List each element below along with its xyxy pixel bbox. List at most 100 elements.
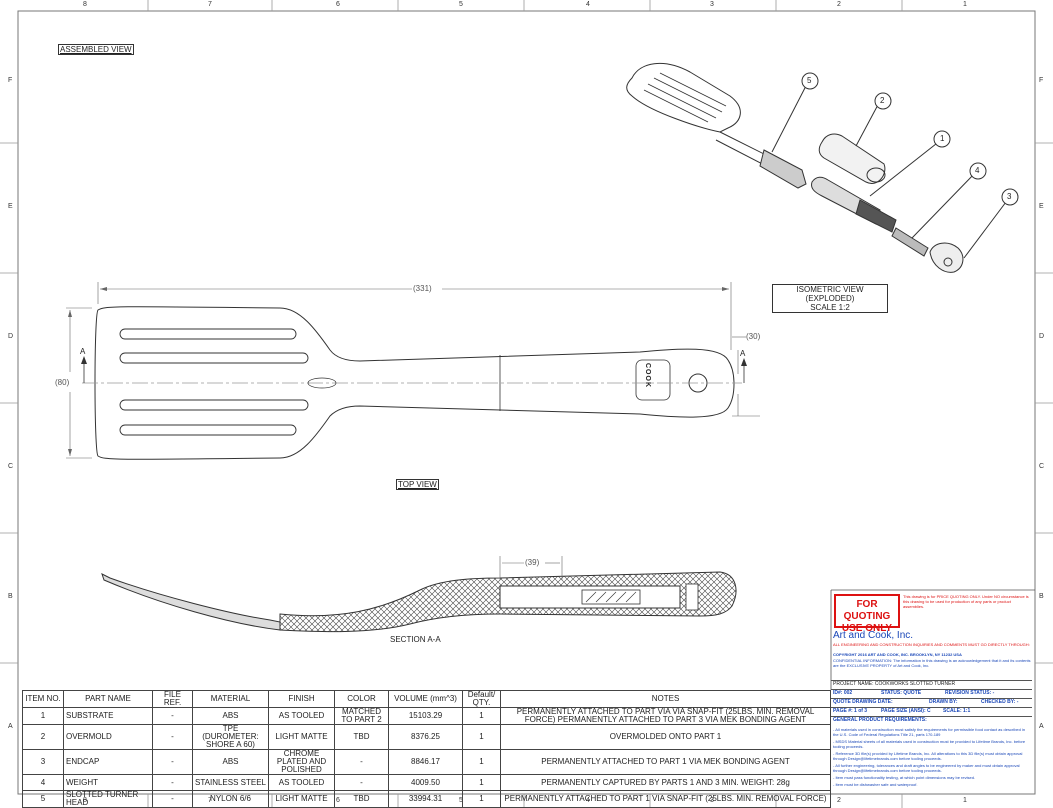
zone-row-F-right: F: [1039, 77, 1044, 84]
title-block: FOR QUOTING USE ONLY This drawing is for…: [831, 590, 1032, 791]
bom-header-volume: VOLUME (mm^3): [388, 690, 463, 708]
bom-cell: CHROME PLATED AND POLISHED: [268, 749, 335, 775]
bill-of-materials: ITEM NO. PART NAME FILE REF. MATERIAL FI…: [22, 690, 831, 808]
bom-header-qty: Default/ QTY.: [462, 690, 501, 708]
bom-header-material: MATERIAL: [192, 690, 269, 708]
dimension-handle: (30): [746, 332, 761, 341]
zone-col-1-bottom: 1: [963, 797, 967, 804]
zone-col-2-bottom: 2: [837, 797, 841, 804]
bom-cell: TBD: [334, 790, 389, 808]
balloon-1: 1: [940, 134, 945, 143]
project-name: PROJECT NAME: COOKWORKS SLOTTED TURNER: [831, 680, 1032, 689]
bom-cell: OVERMOLDED ONTO PART 1: [500, 724, 831, 750]
isometric-view-label: ISOMETRIC VIEW (EXPLODED) SCALE 1:2: [772, 284, 888, 313]
bom-cell: -: [152, 724, 193, 750]
isometric-view-scale: SCALE 1:2: [810, 303, 850, 312]
balloon-4: 4: [975, 166, 980, 175]
zone-row-B-right: B: [1039, 593, 1044, 600]
balloon-2: 2: [880, 96, 885, 105]
table-row: 2 OVERMOLD - TPE (DUROMETER: SHORE A 60)…: [22, 724, 831, 750]
assembled-view-label: ASSEMBLED VIEW: [58, 44, 134, 55]
bom-cell: 1: [22, 707, 64, 725]
bom-header-row: ITEM NO. PART NAME FILE REF. MATERIAL FI…: [22, 690, 831, 708]
bom-header-color: COLOR: [334, 690, 389, 708]
zone-col-2: 2: [837, 1, 841, 8]
bom-cell: AS TOOLED: [268, 774, 335, 791]
requirement-item: - All further engineering, tolerances an…: [833, 763, 1020, 773]
bom-cell: ENDCAP: [63, 749, 153, 775]
table-row: 4 WEIGHT - STAINLESS STEEL AS TOOLED - 4…: [22, 774, 831, 791]
bom-cell: PERMANENTLY CAPTURED BY PARTS 1 AND 3 MI…: [500, 774, 831, 791]
zone-col-1: 1: [963, 1, 967, 8]
zone-row-E-right: E: [1039, 203, 1044, 210]
page-size: PAGE SIZE (ANSI): C: [881, 708, 931, 714]
stamp-note: This drawing is for PRICE QUOTING ONLY. …: [903, 594, 1029, 609]
bom-cell: TPE (DUROMETER: SHORE A 60): [192, 724, 269, 750]
bom-cell: 33994.31: [388, 790, 463, 808]
bom-cell: LIGHT MATTE: [268, 790, 335, 808]
dimension-section: (39): [525, 558, 540, 567]
bom-cell: -: [152, 707, 193, 725]
requirements-list: - All materials used in construction mus…: [833, 727, 1031, 787]
bom-cell: WEIGHT: [63, 774, 153, 791]
balloons: [801, 72, 1019, 206]
bom-cell: 1: [462, 707, 501, 725]
quoting-stamp: FOR QUOTING USE ONLY: [834, 594, 900, 634]
drawing-scale: SCALE: 1:1: [943, 708, 971, 714]
bom-cell: TBD: [334, 724, 389, 750]
bom-cell: AS TOOLED: [268, 707, 335, 725]
copyright: COPYRIGHT 2016 ART AND COOK, INC. BROOKL…: [833, 652, 962, 657]
zone-row-D: D: [8, 333, 14, 340]
drawing-id: ID#: 002: [833, 690, 853, 696]
zone-col-3: 3: [710, 1, 714, 8]
page-number: PAGE #: 1 of 3: [833, 708, 868, 714]
section-marker-left: A: [80, 347, 86, 356]
requirement-item: - All materials used in construction mus…: [833, 727, 1026, 737]
tb-row-id: ID#: 002 STATUS: QUOTE REVISION STATUS: …: [831, 689, 1032, 699]
bom-cell: 1: [462, 724, 501, 750]
isometric-exploded-view: [626, 62, 1010, 273]
bom-cell: LIGHT MATTE: [268, 724, 335, 750]
bom-header-finish: FINISH: [268, 690, 335, 708]
requirements-title: GENERAL PRODUCT REQUIREMENTS:: [831, 716, 1032, 725]
bom-cell: 2: [22, 724, 64, 750]
zone-row-A-right: A: [1039, 723, 1044, 730]
bom-cell: STAINLESS STEEL: [192, 774, 269, 791]
contact-note: ALL ENGINEERING AND CONSTRUCTION INQUIRI…: [833, 642, 1030, 647]
requirement-item: - Item must pass functionality testing, …: [833, 775, 976, 780]
bom-cell: -: [334, 749, 389, 775]
bom-cell: ABS: [192, 749, 269, 775]
company-name: Art and Cook, Inc.: [833, 630, 914, 641]
zone-row-E: E: [8, 203, 13, 210]
zone-row-B: B: [8, 593, 13, 600]
bom-header-file: FILE REF.: [152, 690, 193, 708]
zone-row-C-right: C: [1039, 463, 1045, 470]
bom-cell: 3: [22, 749, 64, 775]
bom-cell: -: [152, 749, 193, 775]
drawn-by: DRAWN BY:: [929, 699, 958, 705]
top-view: [66, 282, 760, 460]
table-row: 1 SUBSTRATE - ABS AS TOOLED MATCHED TO P…: [22, 707, 831, 725]
table-row: 3 ENDCAP - ABS CHROME PLATED AND POLISHE…: [22, 749, 831, 775]
bom-cell: PERMANENTLY ATTACHED TO PART 1 VIA MEK B…: [500, 749, 831, 775]
dimension-length: (331): [413, 284, 432, 293]
section-view: [101, 556, 737, 633]
zone-row-C: C: [8, 463, 14, 470]
tb-row-page: PAGE #: 1 of 3 PAGE SIZE (ANSI): C SCALE…: [831, 707, 1032, 717]
bom-cell: PERMANENTLY ATTACHED TO PART 1 VIA SNAP-…: [500, 790, 831, 808]
bom-cell: -: [334, 774, 389, 791]
bom-cell: 4009.50: [388, 774, 463, 791]
zone-row-F: F: [8, 77, 13, 84]
zone-col-7: 7: [208, 1, 212, 8]
bom-header-part: PART NAME: [63, 690, 153, 708]
zone-row-A: A: [8, 723, 13, 730]
section-marker-right: A: [740, 349, 746, 358]
quote-date: QUOTE DRAWING DATE:: [833, 699, 893, 705]
table-row: 5 SLOTTED TURNER HEAD - NYLON 6/6 LIGHT …: [22, 790, 831, 808]
bom-cell: 8846.17: [388, 749, 463, 775]
bom-cell: MATCHED TO PART 2: [334, 707, 389, 725]
bom-cell: NYLON 6/6: [192, 790, 269, 808]
bom-cell: SLOTTED TURNER HEAD: [63, 790, 153, 808]
zone-col-6: 6: [336, 1, 340, 8]
